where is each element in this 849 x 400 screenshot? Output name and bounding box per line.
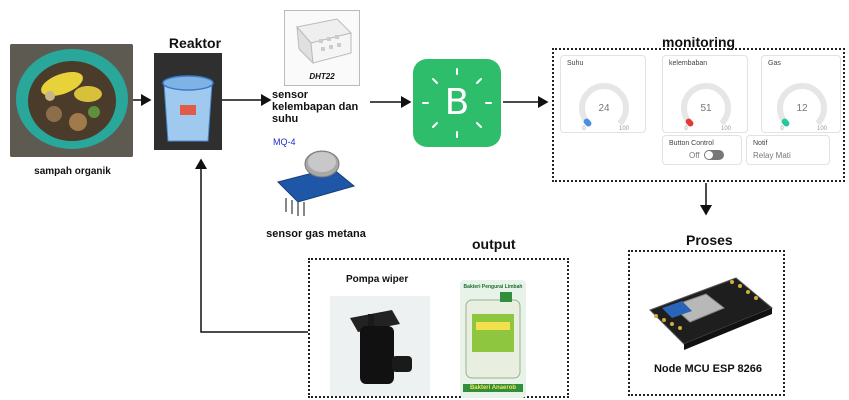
mq4-image	[270, 140, 360, 220]
monitoring-box: Suhu 24 0 100 kelembaban 51 0 100 Gas 12 0 100…	[552, 48, 845, 182]
gauge-max-label: 100	[817, 126, 828, 132]
notif-title: Notif	[753, 140, 768, 147]
gauge-max-label: 100	[721, 126, 732, 132]
waste-bin-icon	[10, 44, 133, 157]
gauge-track	[579, 83, 629, 126]
jerrycan-icon	[465, 292, 521, 379]
gauge-min-label: 0	[582, 126, 586, 132]
gauge-level-indicator	[781, 118, 790, 127]
gauge-value: 51	[700, 103, 712, 114]
monitoring-title-text: monitoring	[662, 34, 736, 50]
button-control-card: Button Control Off	[662, 135, 742, 165]
sampah-organik-image	[10, 44, 133, 157]
wiper-pump-icon	[330, 296, 430, 396]
proses-title: Proses	[686, 232, 733, 248]
reaktor-title: Reaktor	[168, 35, 222, 51]
gauge-dial: 24 0 100	[579, 83, 630, 132]
gauge-track	[681, 83, 731, 126]
gauge-title: Suhu	[567, 60, 584, 67]
output-box: Pompa wiper Bakteri Pengurai Limbah Bakt…	[308, 258, 569, 398]
blynk-ticks-icon	[422, 68, 492, 138]
gauge-min-label: 0	[780, 126, 784, 132]
notif-card: Notif Relay Mati	[746, 135, 830, 165]
bakteri-top-label: Bakteri Pengurai Limbah	[463, 284, 523, 290]
toggle-knob	[705, 151, 713, 159]
sensor-gas-label: sensor gas metana	[266, 228, 366, 240]
blynk-logo: B	[413, 59, 501, 147]
gauge-card-kelembaban: kelembaban 51 0 100	[662, 55, 748, 133]
gauge-dial: 12 0 100	[777, 83, 828, 132]
output-title: output	[472, 236, 516, 252]
gauge-value: 24	[598, 103, 610, 114]
notif-text: Relay Mati	[753, 151, 791, 160]
gauge-dial: 51 0 100	[681, 83, 732, 132]
bucket-icon	[154, 53, 222, 150]
relay-toggle-switch[interactable]	[704, 150, 724, 160]
blynk-letter: B	[444, 82, 470, 123]
bakteri-product-image: Bakteri Pengurai Limbah Bakteri Anaerob	[460, 280, 526, 398]
gauge-card-gas: Gas 12 0 100	[761, 55, 841, 133]
gauge-card-suhu: Suhu 24 0 100	[560, 55, 646, 133]
nodemcu-label: Node MCU ESP 8266	[653, 363, 762, 375]
reaktor-image	[154, 53, 222, 150]
mq4-label: MQ-4	[273, 137, 296, 147]
proses-box: Node MCU ESP 8266	[628, 250, 785, 396]
gauge-min-label: 0	[684, 126, 688, 132]
gauge-max-label: 100	[619, 126, 630, 132]
nodemcu-board-icon	[649, 277, 773, 350]
dht22-image: DHT22	[284, 10, 360, 86]
bakteri-bottom-label: Bakteri Anaerob	[463, 384, 523, 392]
button-control-title: Button Control	[669, 140, 714, 147]
gauge-title: kelembaban	[669, 60, 708, 67]
gauge-title: Gas	[768, 60, 781, 67]
gauge-value: 12	[796, 103, 808, 114]
dht22-sensor-icon	[296, 18, 352, 65]
dht22-label: DHT22	[309, 72, 335, 81]
arrow-output-to-reaktor	[195, 158, 308, 333]
gauge-level-indicator	[685, 118, 694, 127]
sampah-organik-label: sampah organik	[34, 166, 111, 177]
gas-sensor-icon	[277, 150, 356, 216]
gauge-track	[777, 83, 827, 126]
sensor-kelembapan-label: sensor kelembapan dan suhu	[272, 89, 359, 125]
toggle-state-label: Off	[689, 151, 700, 160]
pompa-wiper-label: Pompa wiper	[346, 274, 409, 285]
gauge-level-indicator	[583, 118, 592, 127]
